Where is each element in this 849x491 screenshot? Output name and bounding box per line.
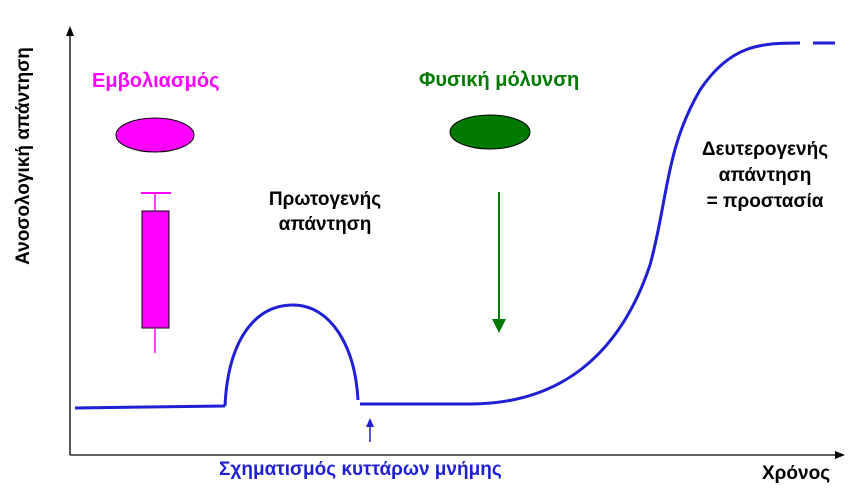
secondary-response-line-2: απάντηση — [718, 165, 812, 186]
secondary-response-line-3: = προστασία — [706, 191, 824, 212]
memory-cells-label: Σχηματισμός κυττάρων μνήμης — [219, 459, 502, 480]
memory-arrow-head — [366, 418, 374, 427]
secondary-response-line-1: Δευτερογενής — [701, 139, 829, 160]
vaccine-ellipse-icon — [115, 117, 195, 153]
syringe-icon — [141, 192, 171, 353]
primary-response-label: Πρωτογενής απάντηση — [240, 187, 410, 237]
primary-response-line-1: Πρωτογενής — [268, 189, 382, 210]
secondary-response-label: Δευτερογενής απάντηση = προστασία — [677, 137, 849, 215]
vaccination-label: Εμβολιασμός — [92, 70, 220, 92]
primary-response-hump — [223, 303, 360, 407]
x-axis-arrowhead — [835, 451, 845, 459]
y-axis-label: Ανοσολογική απάντηση — [13, 47, 34, 265]
infection-label: Φυσική μόλυνση — [419, 69, 580, 91]
response-curve-baseline — [74, 404, 226, 410]
primary-response-line-2: απάντηση — [278, 214, 372, 235]
secondary-response-curve — [360, 41, 801, 406]
x-axis-label: Χρόνος — [762, 463, 831, 484]
infection-arrow-head — [492, 319, 506, 333]
y-axis-arrowhead — [66, 26, 74, 36]
infection-ellipse-icon — [449, 114, 531, 150]
